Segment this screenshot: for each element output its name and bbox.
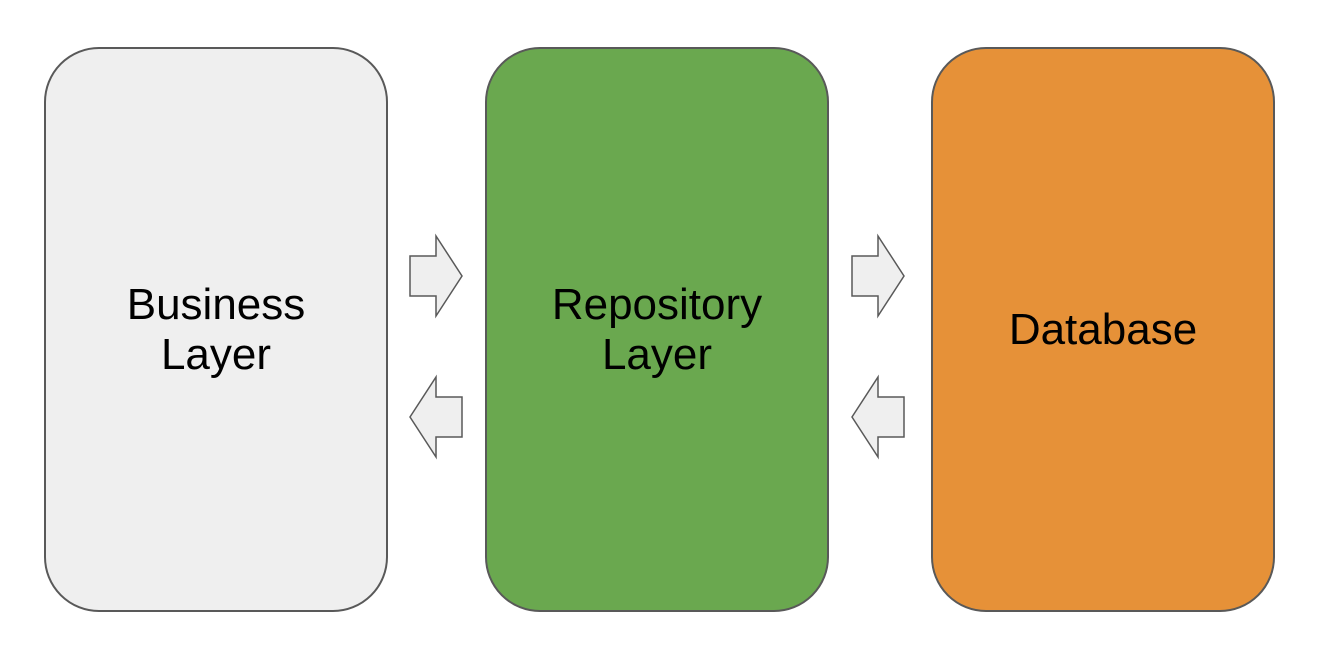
repository-layer-label: Repository Layer	[551, 279, 763, 379]
database-label: Database	[1008, 304, 1198, 354]
repository-layer-box: Repository Layer	[485, 47, 829, 612]
arrow-right-icon	[409, 233, 463, 319]
arrow-shape	[409, 374, 463, 460]
business-layer-label: Business Layer	[126, 279, 306, 379]
arrow-left-icon	[409, 374, 463, 460]
database-box: Database	[931, 47, 1275, 612]
arrow-left-icon	[851, 374, 905, 460]
business-layer-box: Business Layer	[44, 47, 388, 612]
arrow-shape	[409, 233, 463, 319]
arrow-right-icon	[851, 233, 905, 319]
arrow-shape	[851, 233, 905, 319]
arrow-shape	[851, 374, 905, 460]
